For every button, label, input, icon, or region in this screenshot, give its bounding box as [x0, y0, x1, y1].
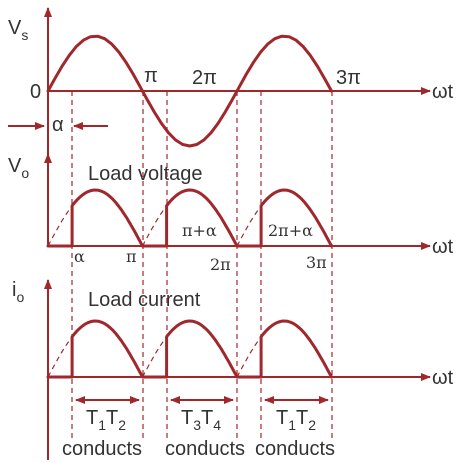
voltage-alpha-label: α — [74, 247, 85, 266]
current-dashed-sine — [47, 336, 262, 378]
supply-x-label: ωt — [432, 81, 454, 103]
supply-alpha-label: α — [52, 114, 64, 136]
voltage-waveform — [46, 188, 333, 248]
conduction-2-devices: T3T4 — [181, 407, 221, 433]
voltage-x-label: ωt — [432, 236, 454, 258]
supply-three-pi-label: 3π — [336, 67, 361, 89]
current-x-label: ωt — [432, 367, 454, 389]
conduction-3-devices: T1T2 — [276, 407, 316, 433]
current-title: Load current — [88, 289, 201, 311]
load-voltage-panel: Vo Load voltage α π π+α 2π 2π+α 3π ωt — [8, 153, 454, 274]
load-current-panel: io Load current ωt — [12, 279, 454, 460]
guide-lines — [71, 91, 333, 442]
voltage-y-label: Vo — [8, 155, 29, 181]
conduction-1-state: conducts — [62, 438, 142, 460]
voltage-pi-label: π — [126, 247, 137, 266]
supply-sine-wave — [46, 34, 333, 148]
voltage-pi-plus-alpha-label: π+α — [182, 221, 217, 240]
supply-y-label: Vs — [8, 17, 28, 43]
voltage-two-pi-label: 2π — [210, 255, 231, 274]
current-waveform — [46, 319, 333, 379]
conduction-3-state: conducts — [255, 438, 335, 460]
supply-origin-label: 0 — [30, 81, 41, 103]
supply-two-pi-label: 2π — [192, 67, 217, 89]
conduction-1-devices: T1T2 — [86, 407, 126, 433]
conduction-2-state: conducts — [165, 438, 245, 460]
voltage-dashed-sine — [47, 205, 262, 247]
current-y-label: io — [12, 279, 24, 305]
voltage-three-pi-label: 3π — [306, 253, 327, 272]
supply-pi-label: π — [144, 65, 158, 87]
conduction-intervals: T1T2 T3T4 T1T2 conducts conducts conduct… — [62, 396, 335, 460]
supply-voltage-panel: Vs 0 π 2π 3π ωt α — [8, 7, 454, 212]
voltage-title: Load voltage — [88, 163, 203, 185]
voltage-two-pi-plus-alpha-label: 2π+α — [268, 221, 313, 240]
